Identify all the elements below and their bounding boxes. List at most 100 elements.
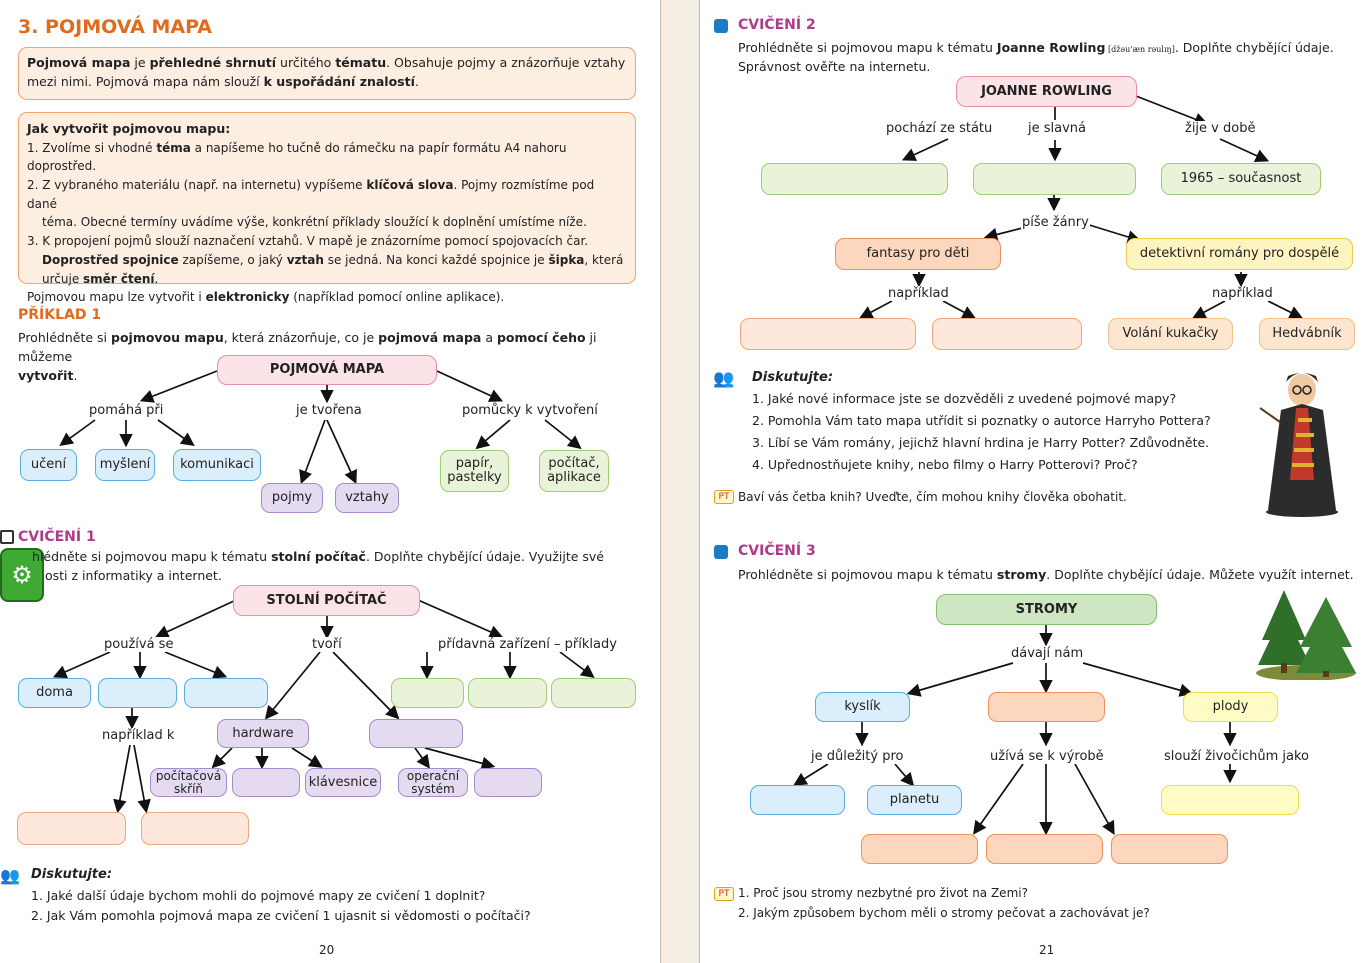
- label-pomucky: pomůcky k vytvoření: [461, 403, 599, 418]
- label-napriklad-1: například: [887, 286, 950, 301]
- node-empty-green-1[interactable]: [391, 678, 464, 708]
- puzzle-icon: [714, 545, 728, 559]
- concept-map-lines-right: [793, 95, 1304, 836]
- node-pocitac-aplikace: počítač, aplikace: [539, 450, 609, 492]
- label-pomaha-pri: pomáhá při: [88, 403, 165, 418]
- definition-box: Pojmová mapa je přehledné shrnutí určité…: [18, 47, 636, 100]
- node-doma: doma: [18, 678, 91, 708]
- label-zije-v-dobe: žije v době: [1184, 121, 1257, 136]
- node-empty-orange-2[interactable]: [986, 834, 1103, 864]
- kids-icon: 👥: [0, 866, 20, 885]
- node-empty-yellow[interactable]: [1161, 785, 1299, 815]
- pt-badge: PT: [714, 490, 734, 504]
- label-je-dulezity-pro: je důležitý pro: [810, 749, 905, 764]
- node-volani-kukacky: Volání kukačky: [1108, 318, 1233, 350]
- node-pojmy: pojmy: [261, 483, 323, 513]
- node-empty-purple-1[interactable]: [369, 719, 463, 748]
- node-empty-fantasy-1[interactable]: [740, 318, 916, 350]
- node-pojmova-mapa: POJMOVÁ MAPA: [217, 355, 437, 385]
- pt-question-books: Baví vás četba knih? Uveďte, čím mohou k…: [738, 490, 1127, 504]
- label-pouziva-se: používá se: [103, 637, 175, 652]
- label-tvori: tvoří: [311, 637, 343, 652]
- node-empty-blue-2[interactable]: [184, 678, 268, 708]
- node-empty-orange-1[interactable]: [861, 834, 978, 864]
- node-empty-orange-center[interactable]: [988, 692, 1105, 722]
- node-komunikaci: komunikaci: [173, 449, 261, 481]
- node-empty-state[interactable]: [761, 163, 948, 195]
- example-1-text: Prohlédněte si pojmovou mapu, která znáz…: [18, 330, 597, 383]
- trees-illustration: [1256, 590, 1356, 680]
- discuss-right-q3: 3. Líbí se Vám romány, jejichž hlavní hr…: [752, 435, 1210, 450]
- exercise-1-heading: CVIČENÍ 1: [18, 529, 96, 545]
- pt-trees-q2: 2. Jakým způsobem bychom měli o stromy p…: [738, 906, 1150, 920]
- concept-map-lines-left: [52, 370, 595, 814]
- exercise-1-text: hlédněte si pojmovou mapu k tématu stoln…: [32, 549, 604, 583]
- label-davaji-nam: dávají nám: [1010, 646, 1085, 661]
- node-empty-orange-3[interactable]: [1111, 834, 1228, 864]
- node-empty-fantasy-2[interactable]: [932, 318, 1082, 350]
- howto-step-3c: určuje směr čtení.: [42, 271, 159, 286]
- label-je-slavna: je slavná: [1027, 121, 1087, 136]
- node-operacni-system: operační systém: [398, 768, 468, 797]
- label-napriklad-k: například k: [101, 728, 176, 743]
- node-vztahy: vztahy: [335, 483, 399, 513]
- howto-step-2: 2. Z vybraného materiálu (např. na inter…: [27, 177, 595, 211]
- left-page: 3. POJMOVÁ MAPA Pojmová mapa je přehledn…: [0, 0, 660, 963]
- exercise-book-icon: [0, 530, 14, 544]
- exercise-3-heading: CVIČENÍ 3: [738, 543, 816, 559]
- puzzle-icon: [714, 19, 728, 33]
- node-1965-soucasnost: 1965 – současnost: [1161, 163, 1321, 195]
- node-stolni-pocitac: STOLNÍ POČÍTAČ: [233, 585, 420, 616]
- node-joanne-rowling: JOANNE ROWLING: [956, 76, 1137, 107]
- node-stromy: STROMY: [936, 594, 1157, 625]
- node-empty-purple-2[interactable]: [232, 768, 300, 797]
- example-1-heading: PŘÍKLAD 1: [18, 307, 102, 323]
- node-detektivni: detektivní romány pro dospělé: [1126, 238, 1353, 270]
- node-mysleni: myšlení: [95, 449, 155, 481]
- label-pridavna-zarizeni: přídavná zařízení – příklady: [437, 637, 618, 652]
- node-hardware: hardware: [217, 719, 309, 748]
- node-empty-famous[interactable]: [973, 163, 1136, 195]
- howto-step-2b: téma. Obecné termíny uvádíme výše, konkr…: [42, 215, 587, 230]
- exercise-2-text: Prohlédněte si pojmovou mapu k tématu Jo…: [738, 40, 1334, 74]
- page-number-left: 20: [319, 943, 335, 957]
- right-page: CVIČENÍ 2 Prohlédněte si pojmovou mapu k…: [700, 0, 1371, 963]
- howto-step-3b: Doprostřed spojnice zapíšeme, o jaký vzt…: [42, 252, 624, 267]
- node-empty-peach-1[interactable]: [17, 812, 126, 845]
- book-gutter: [660, 0, 700, 963]
- label-slouzi-zivocichum: slouží živočichům jako: [1163, 749, 1311, 764]
- discuss-heading-left: Diskutujte:: [31, 867, 113, 882]
- exercise-2-heading: CVIČENÍ 2: [738, 17, 816, 33]
- node-pocitacova-skrin: počítačová skříň: [150, 768, 227, 797]
- discuss-question-1: 1. Jaké další údaje bychom mohli do pojm…: [31, 888, 486, 903]
- label-je-tvorena: je tvořena: [295, 403, 363, 418]
- node-empty-purple-3[interactable]: [474, 768, 542, 797]
- page-number-right: 21: [1039, 943, 1055, 957]
- gears-icon: ⚙: [0, 548, 44, 602]
- exercise-3-text: Prohlédněte si pojmovou mapu k tématu st…: [738, 567, 1354, 582]
- pt-badge: PT: [714, 887, 734, 901]
- discuss-right-q2: 2. Pomohla Vám tato mapa utřídit si pozn…: [752, 413, 1211, 428]
- node-empty-green-3[interactable]: [551, 678, 636, 708]
- node-empty-green-2[interactable]: [468, 678, 547, 708]
- howto-heading: Jak vytvořit pojmovou mapu:: [27, 121, 231, 136]
- page-title: 3. POJMOVÁ MAPA: [18, 16, 212, 38]
- node-planetu: planetu: [867, 785, 962, 815]
- label-pochazi-ze-statu: pochází ze státu: [885, 121, 994, 136]
- label-uziva-se-k-vyrobe: užívá se k výrobě: [989, 749, 1105, 764]
- discuss-question-2: 2. Jak Vám pomohla pojmová mapa ze cviče…: [31, 908, 531, 923]
- node-empty-blue-1[interactable]: [98, 678, 177, 708]
- node-empty-peach-2[interactable]: [141, 812, 249, 845]
- label-pise-zanry: píše žánry: [1021, 215, 1090, 230]
- label-napriklad-2: například: [1211, 286, 1274, 301]
- harry-potter-illustration: [1259, 373, 1338, 517]
- howto-step-4: Pojmovou mapu lze vytvořit i elektronick…: [27, 290, 505, 305]
- kids-icon: 👥: [713, 369, 735, 389]
- node-papir-pastelky: papír, pastelky: [440, 450, 509, 492]
- discuss-right-q1: 1. Jaké nové informace jste se dozvěděli…: [752, 391, 1177, 406]
- pt-trees-q1: 1. Proč jsou stromy nezbytné pro život n…: [738, 886, 1028, 900]
- howto-step-1: 1. Zvolíme si vhodné téma a napíšeme ho …: [27, 140, 567, 174]
- node-empty-blue[interactable]: [750, 785, 845, 815]
- node-klavesnice: klávesnice: [305, 768, 381, 797]
- node-hedvabnik: Hedvábník: [1259, 318, 1355, 350]
